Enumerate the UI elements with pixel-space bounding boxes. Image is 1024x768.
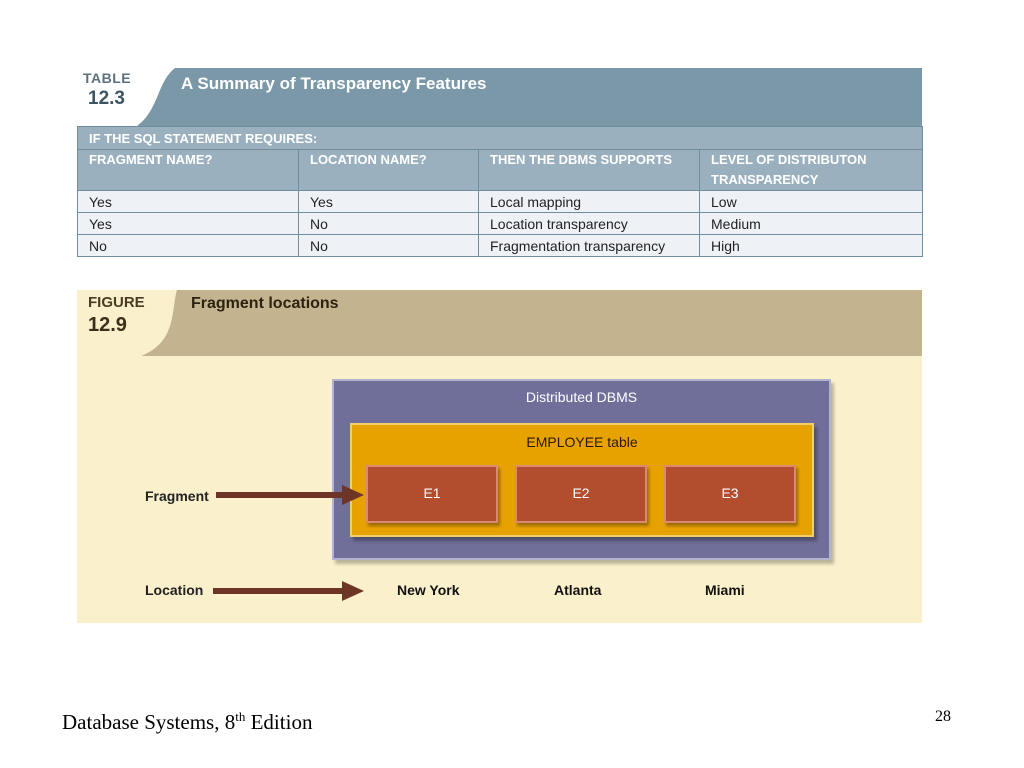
table-title: A Summary of Transparency Features xyxy=(181,74,487,93)
table-cell: Yes xyxy=(77,212,299,235)
column-header: LOCATION NAME? xyxy=(298,149,479,191)
table-cell: High xyxy=(698,234,924,257)
location-label: Location xyxy=(145,582,204,598)
figure-title: Fragment locations xyxy=(191,295,339,312)
employee-table-label: EMPLOYEE table xyxy=(526,434,638,450)
fragment-label: Fragment xyxy=(145,488,209,504)
table-cell: Location transparency xyxy=(478,212,700,235)
table-tag-tab-shape xyxy=(77,68,175,126)
figure-12-9: FIGURE 12.9 Fragment locations Distribut… xyxy=(77,290,922,623)
footer-edition-suffix: Edition xyxy=(245,710,313,734)
footer-book-title: Database Systems, 8th Edition xyxy=(62,709,312,735)
distributed-dbms-box: Distributed DBMS EMPLOYEE table E1 E2 E3 xyxy=(332,379,831,560)
fragment-box-e2: E2 xyxy=(515,465,647,523)
table-row: Yes Yes Local mapping Low xyxy=(77,190,924,213)
fragment-box-e1: E1 xyxy=(366,465,498,523)
distributed-dbms-label: Distributed DBMS xyxy=(525,389,638,405)
employee-table-box: EMPLOYEE table E1 E2 E3 xyxy=(350,423,814,537)
figure-tag-tab-shape xyxy=(77,290,177,356)
location-miami: Miami xyxy=(705,582,745,598)
location-arrow-icon xyxy=(213,581,364,601)
table-row: Yes No Location transparency Medium xyxy=(77,212,924,235)
location-new-york: New York xyxy=(397,582,460,598)
figure-tag-number: 12.9 xyxy=(88,314,127,336)
footer-title-prefix: Database Systems, 8 xyxy=(62,710,236,734)
table-cell: No xyxy=(298,212,479,235)
table-header-banner: TABLE 12.3 A Summary of Transparency Fea… xyxy=(77,68,922,126)
fragment-box-e3: E3 xyxy=(664,465,796,523)
table-row: No No Fragmentation transparency High xyxy=(77,234,924,257)
page-number: 28 xyxy=(935,708,951,725)
table-cell: No xyxy=(298,234,479,257)
table-cell: Yes xyxy=(77,190,299,213)
location-atlanta: Atlanta xyxy=(554,582,602,598)
column-header-row: FRAGMENT NAME? LOCATION NAME? THEN THE D… xyxy=(77,149,924,191)
column-header: FRAGMENT NAME? xyxy=(77,149,299,191)
condition-header-row: IF THE SQL STATEMENT REQUIRES: xyxy=(76,126,924,150)
column-header: LEVEL OF DISTRIBUTON TRANSPARENCY xyxy=(698,149,924,191)
condition-header: IF THE SQL STATEMENT REQUIRES: xyxy=(76,126,924,150)
footer-edition-superscript: th xyxy=(235,709,246,724)
table-cell: Local mapping xyxy=(478,190,700,213)
table-cell: Yes xyxy=(298,190,479,213)
table-cell: Low xyxy=(698,190,924,213)
table-cell: No xyxy=(77,234,299,257)
table-cell: Fragmentation transparency xyxy=(478,234,700,257)
fragment-arrow-icon xyxy=(216,485,364,505)
table-cell: Medium xyxy=(698,212,924,235)
column-header: THEN THE DBMS SUPPORTS xyxy=(478,149,700,191)
table-tag-word: TABLE xyxy=(83,70,132,86)
figure-tag-word: FIGURE xyxy=(88,294,145,311)
transparency-summary-table: IF THE SQL STATEMENT REQUIRES: FRAGMENT … xyxy=(76,126,924,257)
table-12-3: TABLE 12.3 A Summary of Transparency Fea… xyxy=(76,68,924,260)
table-tag-number: 12.3 xyxy=(88,88,125,109)
figure-header-banner: FIGURE 12.9 Fragment locations xyxy=(77,290,922,356)
